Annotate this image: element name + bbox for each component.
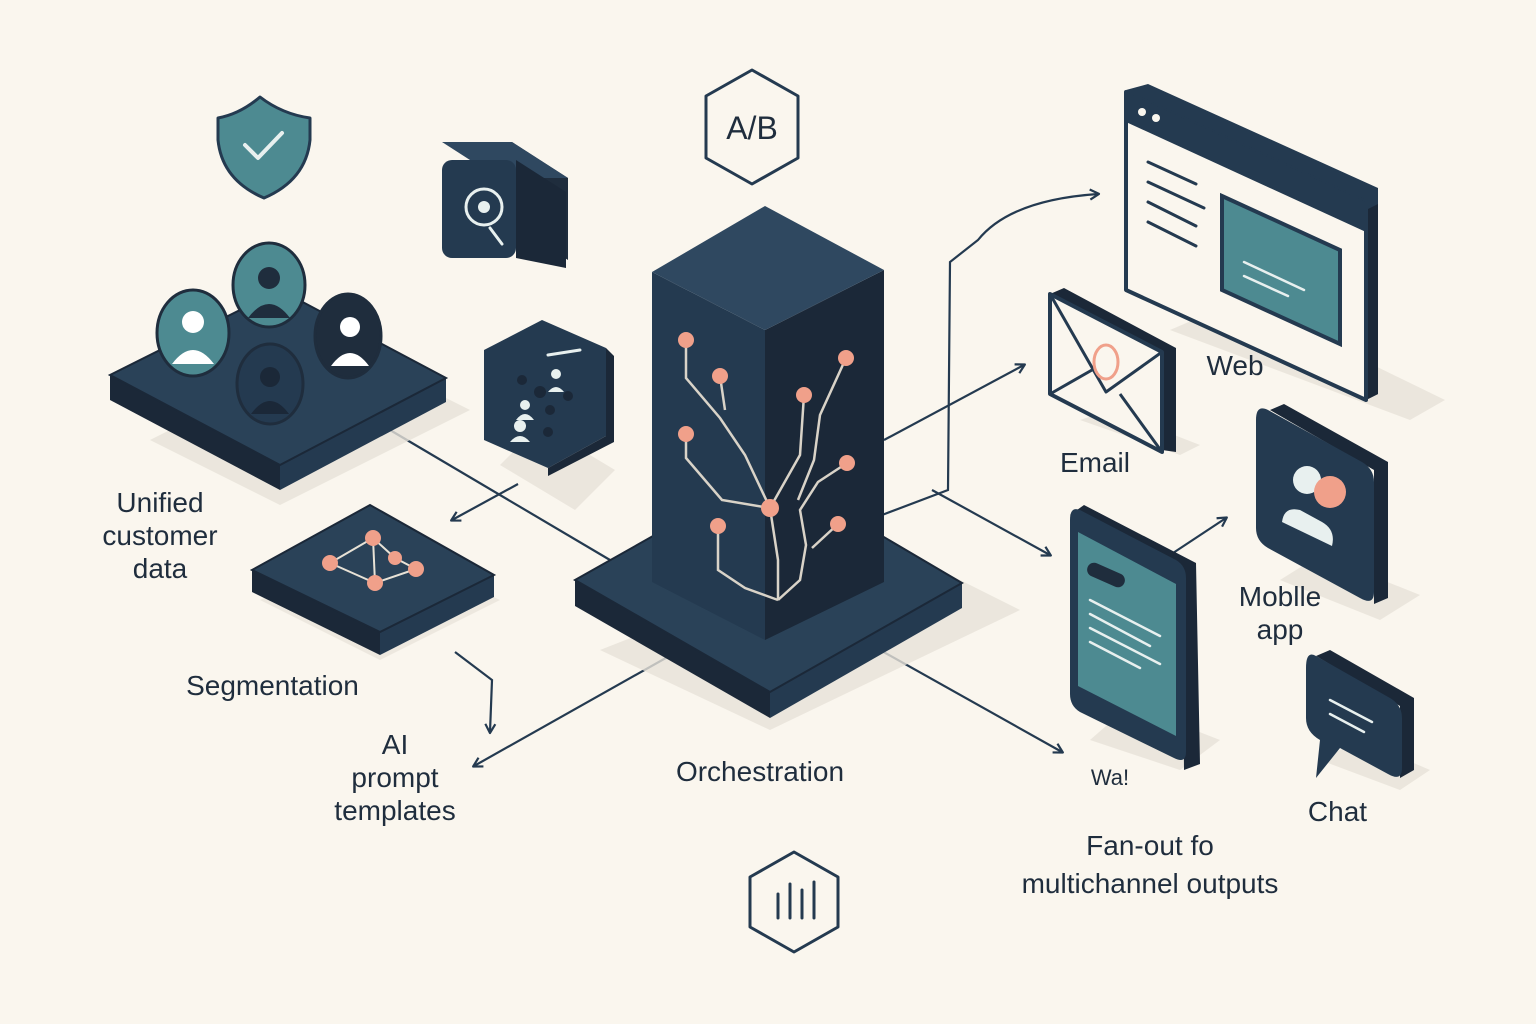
arrow-orchestration-to-wal (879, 649, 1064, 754)
mobile-app-icon (1256, 404, 1420, 620)
arrow-segmentation-to-templates (454, 651, 497, 735)
mobile-phone-icon (1070, 505, 1220, 770)
people-cube-icon (484, 320, 615, 510)
segmentation-network-icon (249, 503, 500, 660)
arrow-to-segmentation (450, 483, 519, 522)
arrow-orchestration-to-phone (931, 489, 1052, 557)
label-wal: Wa! (1090, 765, 1130, 790)
avatar-teal-left (155, 288, 231, 378)
ab-test-icon: A/B (704, 68, 800, 186)
search-cube-icon (442, 142, 568, 268)
arrow-orchestration-to-web (881, 188, 1101, 517)
label-fan-out-outputs: Fan-out fo multichannel outputs (1021, 830, 1279, 899)
label-orchestration: Orchestration (675, 756, 845, 787)
arrow-phone-to-mobile-app (1169, 516, 1228, 556)
analytics-chart-icon (748, 850, 840, 954)
label-web: Web (1206, 350, 1264, 381)
label-ai-prompt-templates: AI prompt templates (334, 729, 456, 826)
label-segmentation: Segmentation (186, 670, 359, 701)
label-mobile-app: Moblle app (1238, 581, 1322, 645)
avatar-navy-bottom (235, 342, 305, 426)
label-unified-customer-data: Unified customer data (102, 487, 218, 584)
arrow-orchestration-to-email (883, 363, 1026, 441)
chat-bubble-icon (1306, 650, 1430, 790)
web-browser-icon (1124, 84, 1445, 420)
customer-profiles-platform-icon (107, 241, 470, 505)
avatar-navy-right (313, 292, 383, 380)
label-email: Email (1059, 447, 1130, 478)
orchestration-tower-icon (572, 206, 1020, 730)
label-chat: Chat (1307, 796, 1368, 827)
ab-text: A/B (726, 110, 778, 146)
email-envelope-icon (1048, 288, 1200, 455)
shield-check-icon (216, 95, 312, 200)
avatar-teal-top (231, 241, 307, 329)
